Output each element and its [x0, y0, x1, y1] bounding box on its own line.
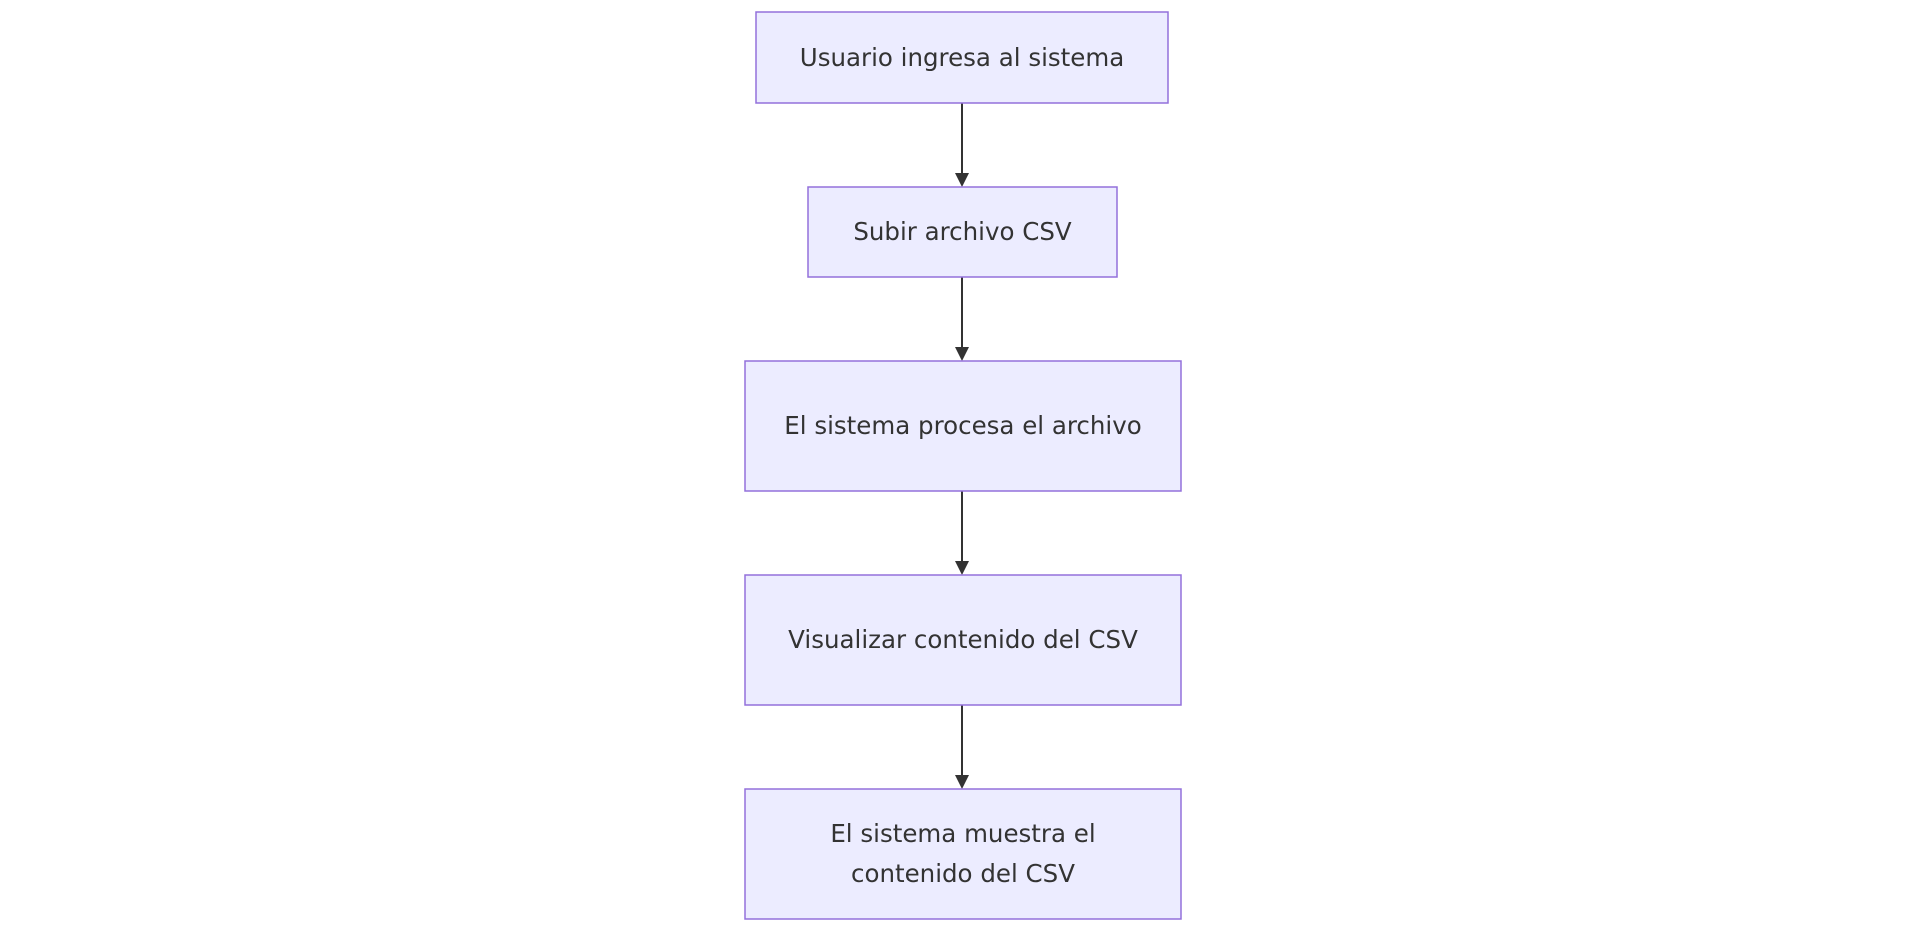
node-box-n3 [744, 360, 1182, 492]
node-box-n1 [755, 11, 1169, 104]
arrow-head-n1-n2 [955, 173, 969, 187]
node-label-n2: Subir archivo CSV [853, 217, 1072, 246]
node-box-n5 [744, 788, 1182, 920]
flowchart-nodes [744, 11, 1182, 920]
flowchart-edges [955, 103, 969, 789]
node-label-n1: Usuario ingresa al sistema [799, 42, 1125, 72]
node-box-n4 [744, 574, 1182, 706]
node-label-n3: El sistema procesa el archivo [784, 411, 1142, 440]
arrow-head-n4-n5 [955, 775, 969, 789]
arrow-head-n3-n4 [955, 561, 969, 575]
node-label-n4: Visualizar contenido del CSV [788, 625, 1138, 654]
node-box-n2 [807, 186, 1118, 278]
node-label-n5: El sistema muestra el contenido del CSV [830, 819, 1096, 888]
arrow-head-n2-n3 [955, 347, 969, 361]
